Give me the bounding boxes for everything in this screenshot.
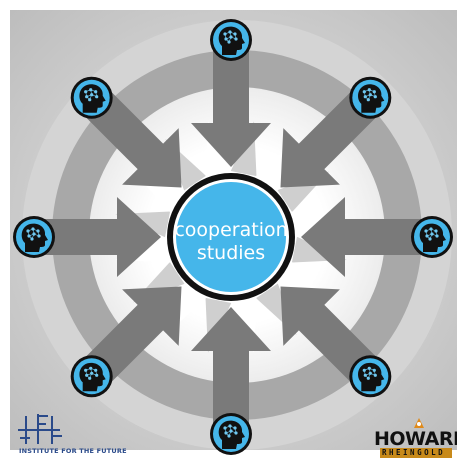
node-top-head-icon [210,19,252,61]
iftf-logo-icon [18,414,62,444]
howard-logo-text: HOWARD [374,428,457,450]
center-circle [176,182,286,292]
node-right-head-icon [411,216,453,258]
node-top-left-head-icon [70,76,113,119]
head-badges [13,19,453,455]
node-bottom-arrow [191,307,271,431]
node-right-arrow [301,197,425,277]
arrow-shape [191,43,271,167]
center-title-line2: studies [197,242,265,264]
node-bottom-right-head-icon [349,355,392,398]
arrow-shape [37,197,161,277]
node-left-arrow [37,197,161,277]
node-top-arrow [191,43,271,167]
arrow-shape [191,307,271,431]
node-bottom-head-icon [210,413,252,455]
node-top-right-head-icon [349,76,392,119]
center-title-line1: cooperation [174,219,287,241]
node-left-head-icon [13,216,55,258]
node-bottom-left-head-icon [70,355,113,398]
rheingold-logo-text: RHEINGOLD [380,448,452,458]
howard-logo-icon [414,418,424,428]
iftf-logo-text: INSTITUTE FOR THE FUTURE [19,447,127,455]
arrow-shape [301,197,425,277]
